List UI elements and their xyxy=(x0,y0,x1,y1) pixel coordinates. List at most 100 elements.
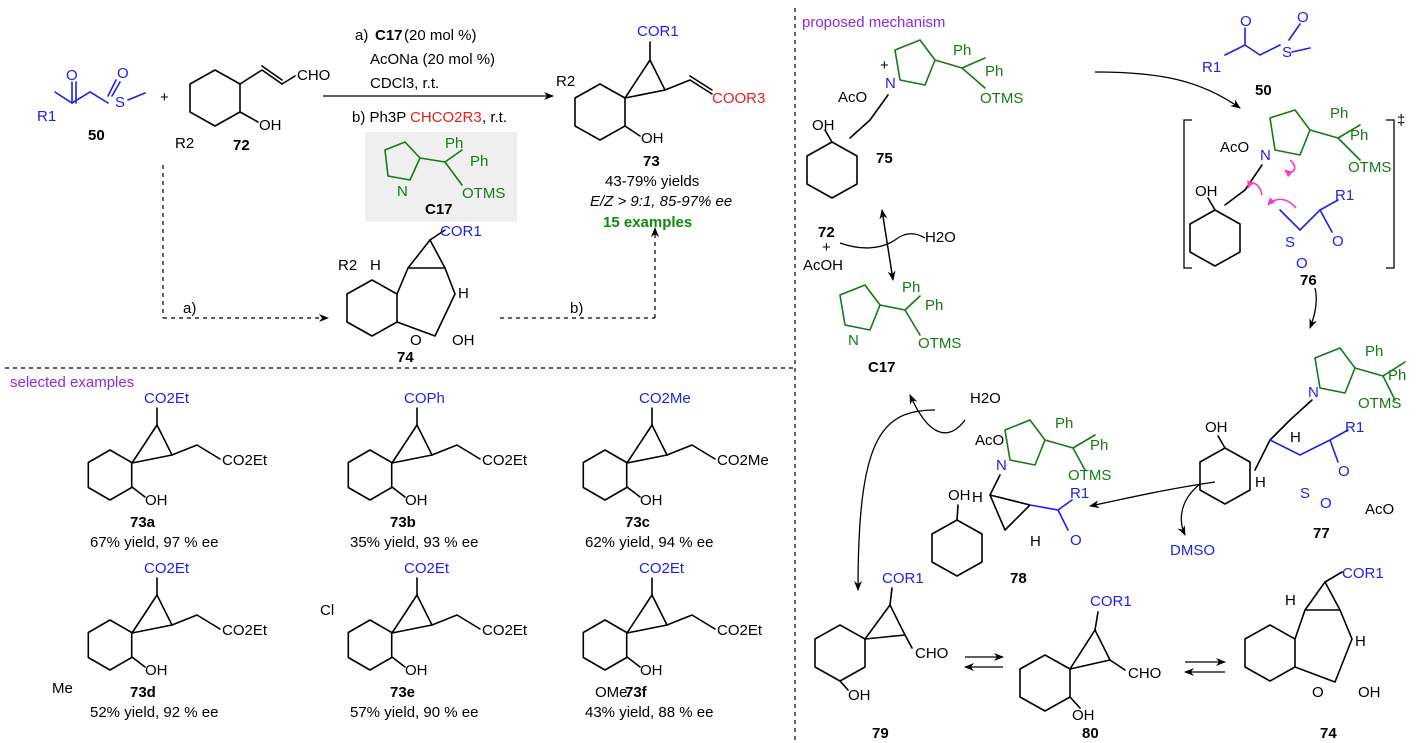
ts-r1: R1 xyxy=(1335,187,1354,204)
phenol-oh: OH xyxy=(259,117,282,134)
m72-label: 72 xyxy=(818,224,835,241)
cyclopropane xyxy=(131,424,173,464)
reagent-50: O O S R1 50 xyxy=(37,65,146,144)
base-condition: AcONa (20 mol %) xyxy=(370,51,495,68)
m79-oh: OH xyxy=(848,687,871,704)
product-selectivity: E/Z > 9:1, 85-97% ee xyxy=(590,193,732,210)
m75-ph-1: Ph xyxy=(953,42,971,59)
m80-oh: OH xyxy=(1072,707,1095,724)
c17-label: C17 xyxy=(868,359,896,376)
iminium-75: Ph Ph OTMS N + AcO OH 75 xyxy=(806,39,1023,199)
m78-ph-2: Ph xyxy=(1090,437,1108,454)
section-dividers xyxy=(5,8,796,740)
m78-h-1: H xyxy=(972,489,983,506)
example-substituent: CO2Et xyxy=(144,390,190,407)
example-ester: CO2Et xyxy=(222,452,268,469)
alkene-chain xyxy=(171,614,221,630)
example-ester: CO2Et xyxy=(717,622,763,639)
m74-oh: OH xyxy=(1358,684,1381,701)
example-ester: CO2Me xyxy=(717,452,769,469)
example-result: 52% yield, 92 % ee xyxy=(90,704,218,721)
ts-label: 76 xyxy=(1300,272,1317,289)
oh-bond xyxy=(626,486,641,498)
m75-n: N xyxy=(885,75,896,92)
example-substituent: CO2Et xyxy=(404,560,450,577)
m77-label: 77 xyxy=(1313,525,1330,542)
m78-o: O xyxy=(1070,532,1082,549)
example-substituent: CO2Et xyxy=(639,560,685,577)
m77-otms: OTMS xyxy=(1358,395,1401,412)
m79-cor1: COR1 xyxy=(882,570,924,587)
label-50: 50 xyxy=(88,127,105,144)
m74-h-2: H xyxy=(1355,633,1366,650)
int74-cor1: COR1 xyxy=(440,223,482,240)
product-80: COR1 CHO OH 80 xyxy=(1019,593,1161,742)
c17-otms: OTMS xyxy=(918,335,961,352)
reagent-72: CHO OH R2 72 xyxy=(175,65,330,154)
step-a-prefix: a) xyxy=(355,27,368,44)
example-result: 57% yield, 90 % ee xyxy=(350,704,478,721)
example-oh: OH xyxy=(405,492,428,509)
m77-oh: OH xyxy=(1205,419,1228,436)
m79-cho: CHO xyxy=(915,645,948,662)
example-id: 73c xyxy=(625,514,650,531)
alkene-chain xyxy=(666,614,716,630)
catalyst-otms: OTMS xyxy=(462,185,505,202)
example-id: 73d xyxy=(130,684,156,701)
oh-bond xyxy=(131,486,146,498)
catalyst-ph-2: Ph xyxy=(470,153,488,170)
mech-reagent-50: O O S R1 50 xyxy=(1202,9,1311,99)
example-substituent: CO2Et xyxy=(144,560,190,577)
sulfoxide-oxygen: O xyxy=(117,65,129,82)
step-b-label: b) xyxy=(570,300,583,317)
step-b-suffix: , r.t. xyxy=(482,109,507,126)
catalyst-label: C17 xyxy=(425,201,453,218)
c17-ph-2: Ph xyxy=(925,297,943,314)
m77-h-1: H xyxy=(1255,474,1266,491)
ts-o: O xyxy=(1332,233,1344,250)
m78-h-2: H xyxy=(1030,533,1041,550)
m77-s: S xyxy=(1300,485,1310,502)
example-id: 73b xyxy=(390,514,416,531)
int74-h-1: H xyxy=(370,257,381,274)
example-ring xyxy=(582,619,628,671)
m77-aco: AcO xyxy=(1365,501,1394,518)
m78-r1: R1 xyxy=(1070,485,1089,502)
r1-group: R1 xyxy=(37,108,56,125)
product-cor1: COR1 xyxy=(637,23,679,40)
m78-otms: OTMS xyxy=(1068,467,1111,484)
cyclopropane xyxy=(626,424,668,464)
m72-acoh: AcOH xyxy=(803,257,843,274)
c17-ph-1: Ph xyxy=(902,279,920,296)
ts-aco: AcO xyxy=(1220,139,1249,156)
example-ring xyxy=(87,449,133,501)
label-72: 72 xyxy=(233,137,250,154)
oh-bond xyxy=(391,656,406,668)
int74-label: 74 xyxy=(397,349,414,366)
m77-n: N xyxy=(1308,384,1319,401)
wittig-ylide: CHCO2R3 xyxy=(410,109,482,126)
m80-label: 80 xyxy=(1082,725,1099,742)
ts-otms: OTMS xyxy=(1348,159,1391,176)
cyclopropane xyxy=(391,594,433,634)
oh-bond xyxy=(391,486,406,498)
cyclopropane xyxy=(626,594,668,634)
example-oh: OH xyxy=(640,492,663,509)
m50-o: O xyxy=(1240,13,1252,30)
ts-oh: OH xyxy=(1195,183,1218,200)
ts-s: S xyxy=(1285,234,1295,251)
example-oh: OH xyxy=(640,662,663,679)
m78-ph-1: Ph xyxy=(1055,415,1073,432)
catalyst-regenerated: N Ph Ph OTMS C17 xyxy=(839,279,961,376)
transition-state-76: ‡ Ph Ph OTMS N AcO OH R1 O S O 76 xyxy=(1183,105,1405,289)
ts-ph-1: Ph xyxy=(1330,105,1348,122)
int74-oh: OH xyxy=(452,332,475,349)
example-result: 35% yield, 93 % ee xyxy=(350,534,478,551)
plus-sign: + xyxy=(160,89,169,106)
ts-so-o: O xyxy=(1296,255,1308,272)
